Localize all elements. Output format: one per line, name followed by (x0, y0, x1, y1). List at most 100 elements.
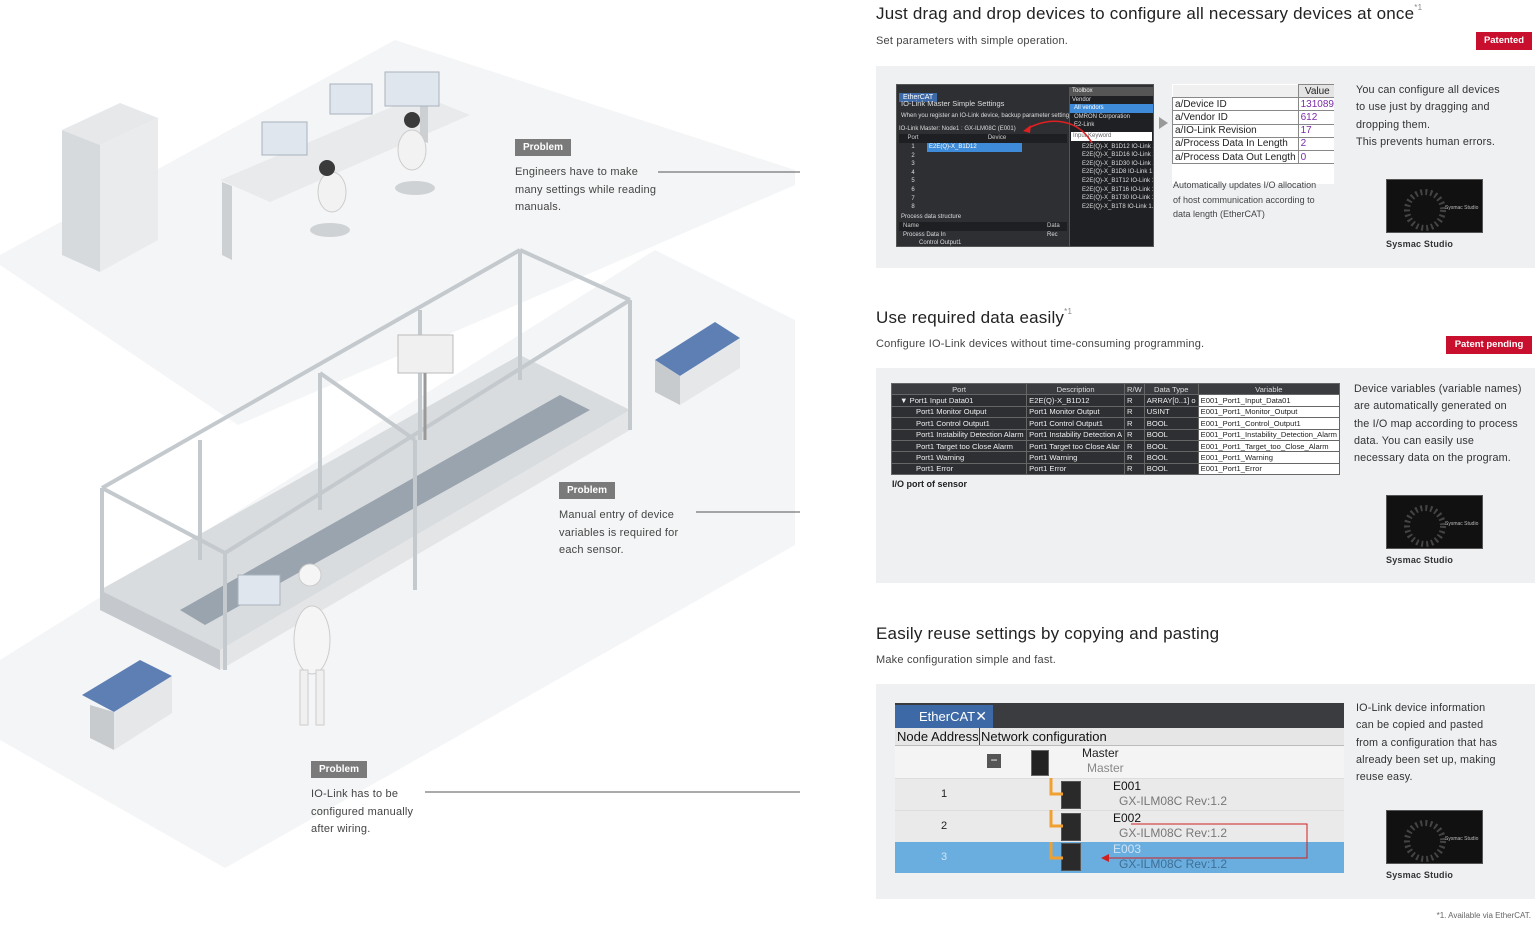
sysmac-studio-caption: Sysmac Studio (1386, 239, 1454, 249)
variable-cell[interactable]: E001_Port1_Error (1197, 462, 1341, 476)
master-row[interactable]: − Master Master (895, 746, 1344, 778)
simple-settings-heading: IO-Link Master Simple Settings (901, 99, 1005, 108)
network-header: Node Address Network configuration (895, 728, 1344, 746)
master-name: Master (1082, 746, 1119, 760)
footnote: *1. Available via EtherCAT. (1436, 911, 1531, 920)
sysmac-studio-caption: Sysmac Studio (1386, 555, 1454, 565)
node-name: E002 (1113, 811, 1142, 825)
problem-badge: Problem (515, 139, 572, 156)
value-label: a/IO-Link Revision (1172, 123, 1299, 138)
col-node-address: Node Address (897, 728, 980, 745)
toolbox-device[interactable]: E2E(Q)-X_B1D8 IO-Link 1.1 (1082, 169, 1153, 176)
collapse-icon[interactable]: − (987, 754, 1001, 768)
variable-cell[interactable]: E001_Port1_Instability_Detection_Alarm (1197, 428, 1341, 441)
value-cell[interactable]: 131089 (1297, 97, 1334, 112)
ethercat-tab[interactable]: EtherCAT (899, 86, 938, 104)
toolbox-device[interactable]: E2E(Q)-X_B1T30 IO-Link 1.1 (1082, 195, 1153, 202)
col-network-config: Network configuration (981, 729, 1107, 744)
node-name: E001 (1113, 779, 1142, 793)
node-row[interactable]: 2 E002 GX-ILM08C Rev:1.2 (895, 810, 1344, 842)
svg-text:Sysmac Studio: Sysmac Studio (1445, 205, 1479, 211)
arrow-right-icon (1159, 117, 1168, 129)
port-row[interactable]: 5 (911, 178, 915, 185)
section1-title: Just drag and drop devices to configure … (876, 3, 1423, 24)
value-label: a/Device ID (1172, 97, 1299, 112)
pd-row[interactable]: Control Output1 (919, 240, 962, 246)
node-model: GX-ILM08C Rev:1.2 (1119, 857, 1228, 871)
port-row[interactable]: 4 (911, 169, 915, 176)
problem-callout-variables: Problem Manual entry of device variables… (559, 480, 709, 560)
settings-note: When you register an IO-Link device, bac… (901, 113, 1070, 119)
section2-subtitle: Configure IO-Link devices without time-c… (876, 338, 1205, 350)
master-line: IO-Link Master: Node1 : GX-ILM08C (E001) (899, 126, 1016, 132)
problem-badge: Problem (311, 761, 368, 778)
section2-panel: Port Description R/W Data Type Variable … (876, 368, 1535, 583)
col-port: Port (907, 135, 919, 141)
port-row[interactable]: 8 (911, 204, 915, 211)
variable-cell[interactable]: E001_Port1_Warning (1197, 451, 1341, 464)
io-port-caption: I/O port of sensor (892, 479, 968, 489)
toolbox-device[interactable]: E2E(Q)-X_B1T16 IO-Link 1.1 (1082, 186, 1153, 193)
footnote-mark: *1 (1414, 3, 1423, 12)
variable-cell[interactable]: E001_Port1_Target_too_Close_Alarm (1197, 439, 1341, 453)
value-cell[interactable]: 17 (1297, 123, 1334, 138)
section3-title: Easily reuse settings by copying and pas… (876, 624, 1220, 643)
section1-description: You can configure all devices to use jus… (1356, 84, 1500, 148)
value-cell[interactable]: 0 (1297, 149, 1334, 165)
value-cell[interactable]: 612 (1297, 110, 1334, 125)
network-tree: − Master Master 1 E001 GX-ILM08C Rev:1.2… (895, 746, 1344, 873)
problem-text-line: Engineers have to make (515, 166, 639, 178)
variable-cell[interactable]: E001_Port1_Control_Output1 (1197, 417, 1341, 430)
toolbox-vendor-item[interactable]: OMRON Corporation (1074, 113, 1131, 120)
ethercat-tab[interactable]: EtherCAT ✕ (895, 705, 993, 728)
toolbox-vendor-item[interactable]: All vendors (1070, 104, 1153, 113)
value-label: a/Vendor ID (1172, 110, 1299, 125)
sysmac-studio-thumbnail: Sysmac Studio (1386, 495, 1483, 549)
col-description: Description (1026, 382, 1126, 396)
col-datatype: Data Type (1143, 382, 1199, 396)
toolbox-device[interactable]: E2E(Q)-X_B1D30 IO-Link 1.1 (1082, 160, 1153, 167)
toolbox-device[interactable]: E2E(Q)-X_B1T8 IO-Link 1.1 (1082, 203, 1153, 210)
variable-cell[interactable]: E001_Port1_Monitor_Output (1197, 405, 1341, 419)
pd-header: Name Data (899, 222, 1067, 231)
toolbox-device[interactable]: E2E(Q)-X_B1T12 IO-Link 1.1 (1082, 177, 1153, 184)
sysmac-studio-thumbnail: Sysmac Studio (1386, 179, 1483, 233)
close-icon[interactable]: ✕ (975, 708, 987, 724)
section2-title-text: Use required data easily (876, 308, 1065, 327)
problem-callout-engineers: Problem Engineers have to make many sett… (515, 137, 685, 217)
toolbox-device[interactable]: E2E(Q)-X_B1D16 IO-Link 1.1 (1082, 152, 1153, 159)
toolbox-device[interactable]: E2E(Q)-X_B1D12 IO-Link 1.1 (1082, 143, 1153, 150)
col-device: Device (987, 135, 1007, 141)
connection-lines (1049, 778, 1308, 862)
node-row[interactable]: 1 E001 GX-ILM08C Rev:1.2 (895, 778, 1344, 810)
port-row[interactable]: 3 (911, 161, 915, 168)
section1-title-text: Just drag and drop devices to configure … (876, 4, 1415, 23)
value-cell[interactable]: 2 (1297, 136, 1334, 151)
toolbox-vendor-item[interactable]: E2-Link (1074, 122, 1095, 129)
port-row[interactable]: 2 (911, 152, 915, 159)
section1-subtitle: Set parameters with simple operation. (876, 35, 1069, 47)
port-row[interactable]: 7 (911, 195, 915, 202)
pd-col-name: Name (903, 223, 920, 229)
port-row[interactable]: 6 (911, 186, 915, 193)
tab-bar: EtherCAT ✕ (895, 703, 1344, 728)
port1-device[interactable]: E2E(Q)-X_B1D12 (927, 143, 1022, 152)
value-header: Value (1297, 84, 1334, 99)
toolbox-title: Toolbox (1070, 87, 1153, 96)
master-sub: Master (1087, 761, 1124, 775)
problem-text-line: manuals. (515, 201, 562, 213)
toolbox-filter-input[interactable]: Input Keyword (1071, 131, 1152, 141)
node-address: 3 (941, 851, 948, 863)
variable-cell[interactable]: E001_Port1_Input_Data01 (1197, 394, 1341, 407)
node-address: 1 (941, 788, 948, 800)
